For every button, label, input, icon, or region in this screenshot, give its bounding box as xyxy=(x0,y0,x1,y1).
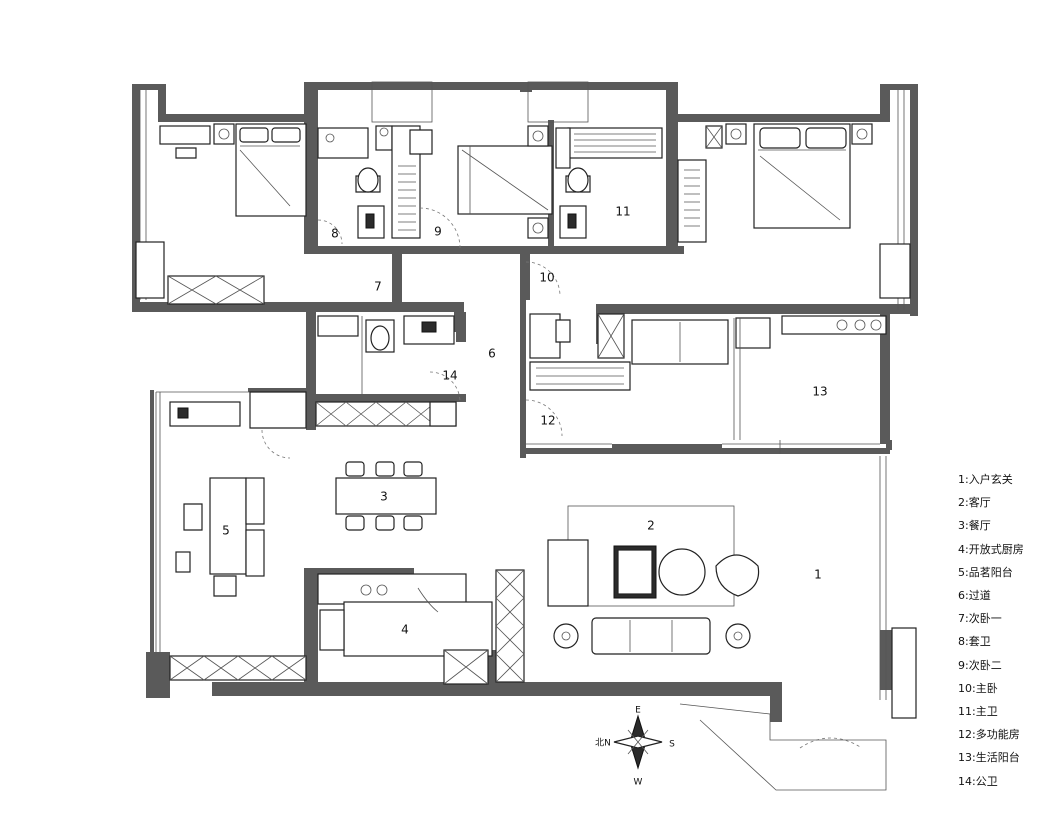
furniture-bath-14 xyxy=(315,315,461,427)
legend-item: 11:主卫 xyxy=(958,705,998,719)
legend-item: 10:主卧 xyxy=(958,681,998,695)
legend-item: 5:品茗阳台 xyxy=(958,565,1013,579)
furniture-living xyxy=(547,505,917,791)
legend-item: 4:开放式厨房 xyxy=(958,542,1024,556)
legend-item: 13:生活阳台 xyxy=(958,751,1020,765)
legend-item: 6:过道 xyxy=(958,589,991,603)
legend-item: 3:餐厅 xyxy=(958,519,991,533)
room-number-13: 13 xyxy=(812,385,827,399)
window-lines xyxy=(139,81,905,700)
legend-item: 8:套卫 xyxy=(958,635,991,649)
room-number-10: 10 xyxy=(539,271,554,285)
furniture-bath-11 xyxy=(555,127,663,239)
room-number-1: 1 xyxy=(814,568,822,582)
furniture-tea-balcony xyxy=(169,391,307,681)
legend-item: 14:公卫 xyxy=(958,774,998,788)
legend-item: 12:多功能房 xyxy=(958,728,1020,742)
room-number-4: 4 xyxy=(401,623,409,637)
room-number-14: 14 xyxy=(442,369,457,383)
compass-east-label: E xyxy=(635,706,641,716)
furniture-bath-8 xyxy=(317,125,393,245)
room-number-2: 2 xyxy=(647,519,655,533)
compass-south-label: S xyxy=(669,740,675,750)
room-number-8: 8 xyxy=(331,227,339,241)
compass-rose: E 北N S W xyxy=(595,706,675,788)
compass-north-label: 北N xyxy=(595,738,611,749)
room-number-9: 9 xyxy=(434,225,442,239)
room-number-7: 7 xyxy=(374,280,382,294)
room-number-6: 6 xyxy=(488,347,496,361)
room-number-11: 11 xyxy=(615,205,630,219)
furniture-bedroom-9 xyxy=(391,125,553,249)
room-number-5: 5 xyxy=(222,524,230,538)
furniture-left-bedroom xyxy=(135,123,307,305)
furniture-dining xyxy=(335,461,437,531)
furniture-room-12-13 xyxy=(525,261,887,440)
room-legend: 1:入户玄关 2:客厅 3:餐厅 4:开放式厨房 5:品茗阳台 6:过道 7:次… xyxy=(958,468,1058,793)
furniture-kitchen xyxy=(317,569,525,685)
legend-item: 7:次卧一 xyxy=(958,612,1002,626)
legend-item: 9:次卧二 xyxy=(958,658,1002,672)
legend-item: 1:入户玄关 xyxy=(958,473,1013,486)
compass-west-label: W xyxy=(634,778,643,788)
room-number-3: 3 xyxy=(380,490,388,504)
furniture-master-bedroom xyxy=(677,123,911,299)
legend-item: 2:客厅 xyxy=(958,496,991,510)
walls xyxy=(132,82,918,722)
room-number-12: 12 xyxy=(540,414,555,428)
